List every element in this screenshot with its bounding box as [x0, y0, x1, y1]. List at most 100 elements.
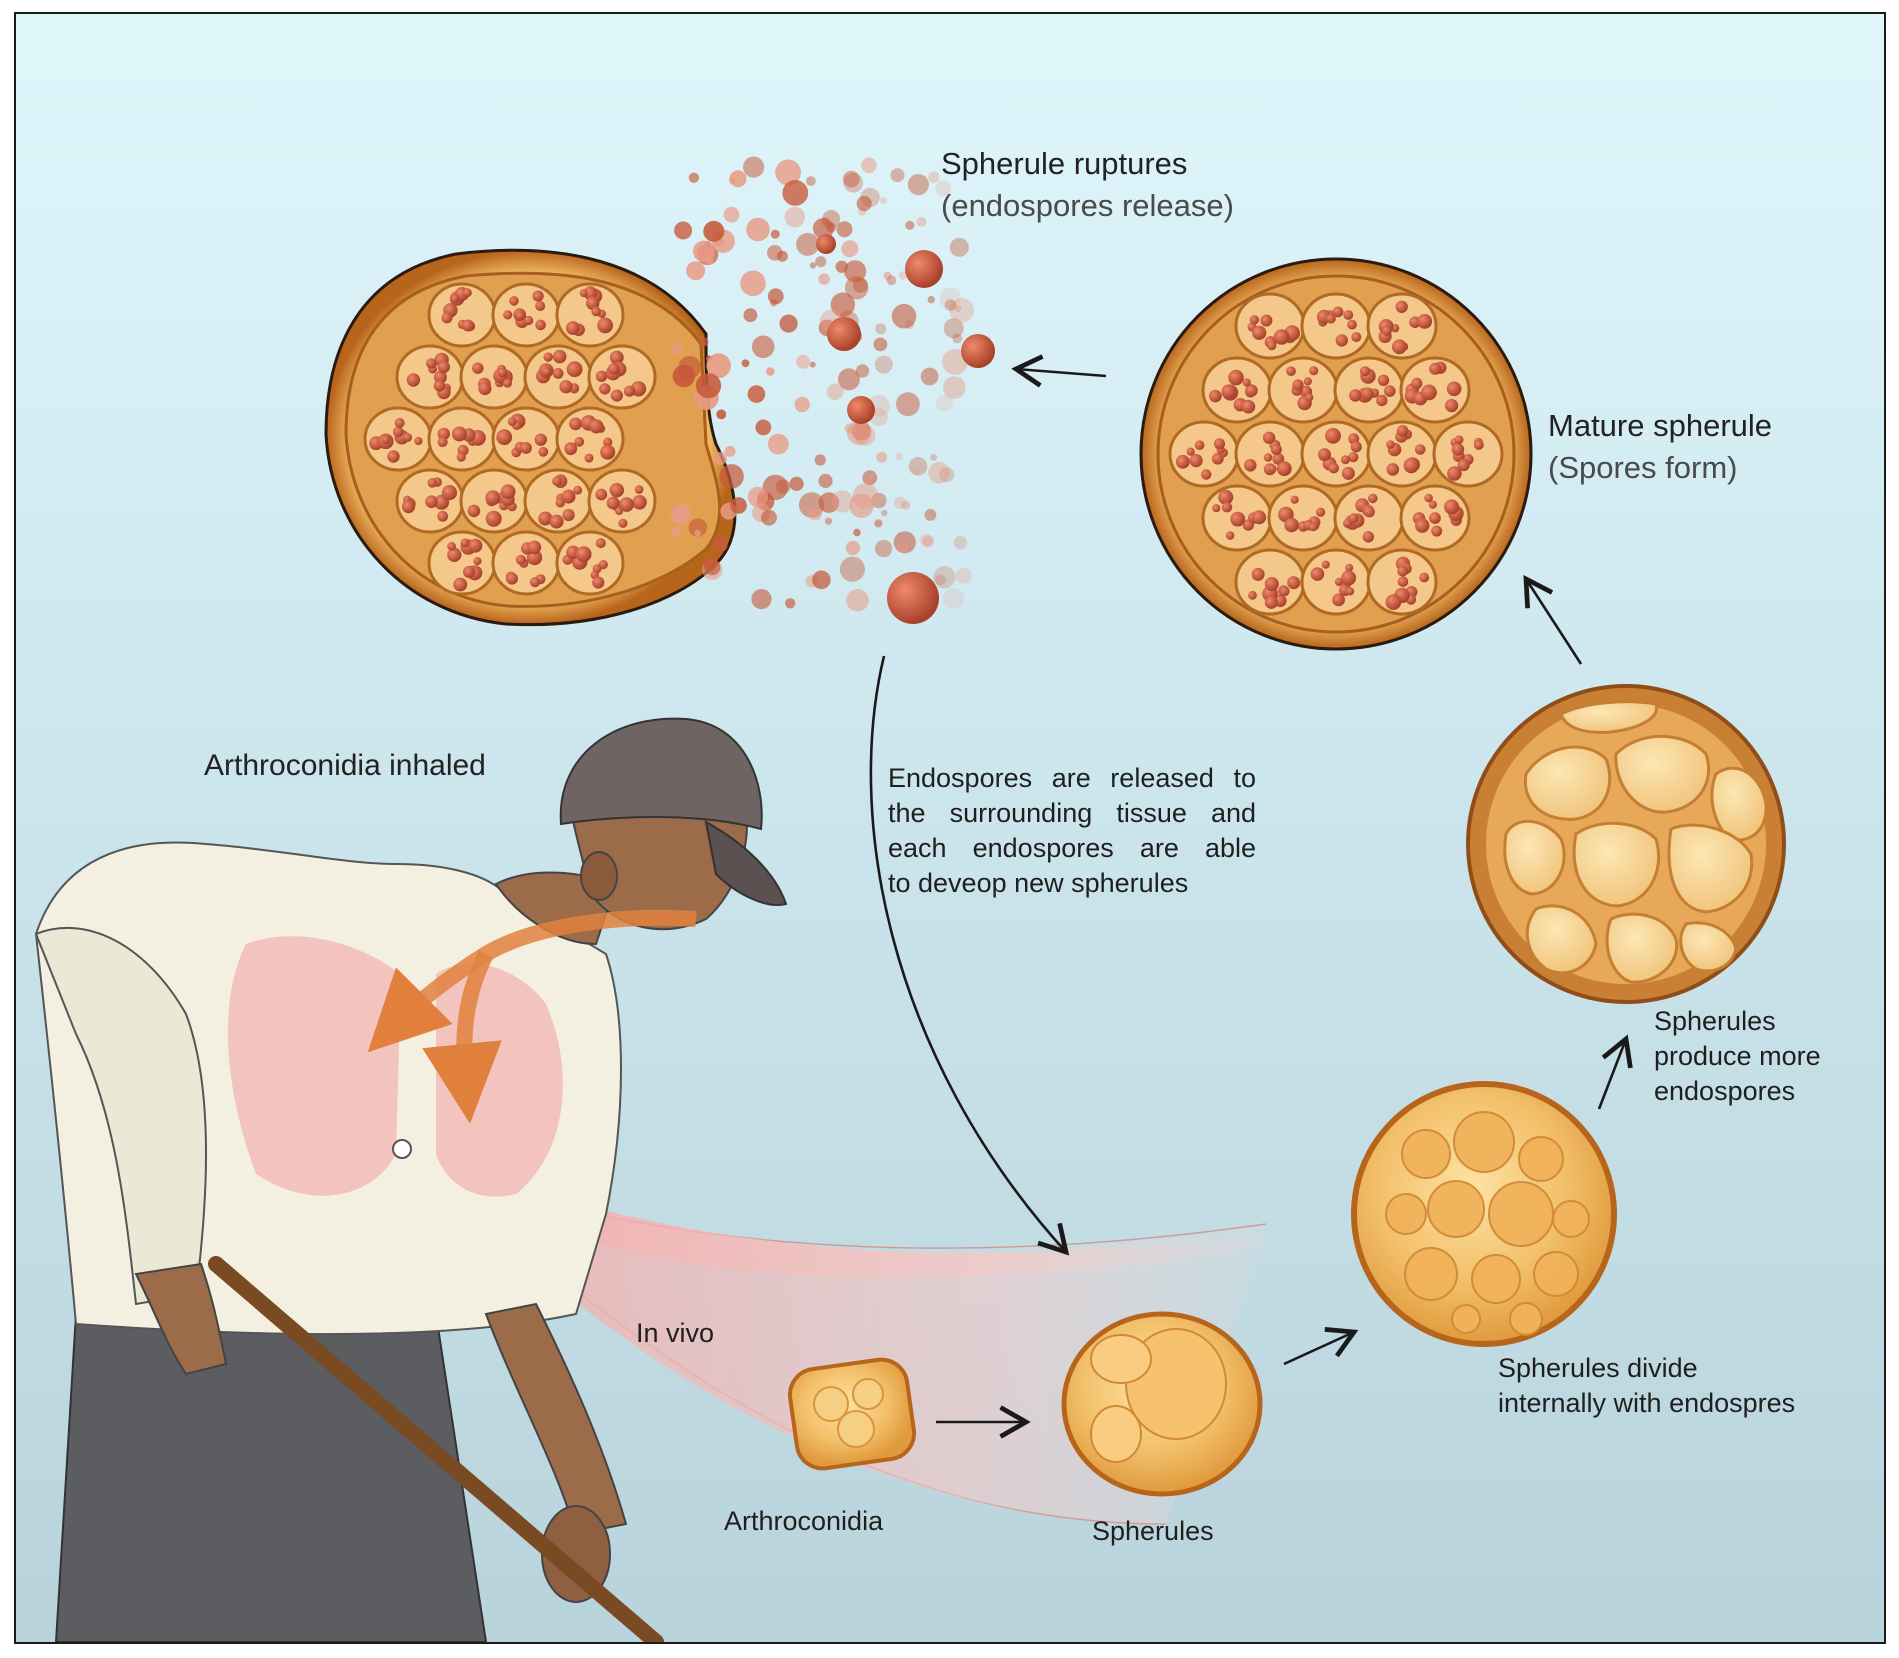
endospore [584, 453, 594, 463]
endospore [473, 557, 482, 566]
released-endospore [920, 367, 939, 386]
endospore [467, 504, 481, 518]
endospore [503, 310, 513, 320]
endospore [1368, 493, 1378, 504]
endospore [1230, 511, 1246, 527]
endospore [1221, 502, 1233, 513]
endospore [1376, 394, 1388, 407]
released-endospore [806, 176, 816, 187]
endospore [569, 417, 582, 431]
endospore [1316, 507, 1326, 517]
released-endospore [893, 531, 916, 554]
released-endospore [826, 383, 844, 401]
released-endospore [862, 470, 878, 486]
endospore [1175, 454, 1190, 469]
endospore [500, 484, 516, 500]
endospore [1414, 444, 1426, 455]
endospore [1473, 439, 1484, 450]
released-endospore [686, 261, 706, 281]
endospore [1446, 381, 1462, 397]
endospore [1332, 593, 1345, 607]
released-endospore [818, 273, 830, 285]
endospore [532, 290, 544, 302]
released-endospore [839, 556, 866, 582]
released-endospore [943, 588, 965, 609]
endospore [515, 311, 525, 321]
released-endospore [883, 271, 892, 280]
endospore [497, 367, 507, 378]
released-endospore [916, 216, 927, 227]
released-endospore [767, 433, 789, 455]
endospore [552, 349, 567, 364]
lung-zoom-point [392, 1139, 412, 1159]
endospore [1428, 500, 1437, 509]
endospore [1431, 525, 1443, 537]
endospore [441, 485, 458, 501]
endospore [1445, 399, 1459, 413]
released-endospore [767, 245, 783, 261]
released-endospore [812, 570, 831, 590]
endospore [549, 514, 564, 529]
endospore [1346, 587, 1355, 596]
mature-spherule [1139, 257, 1533, 651]
endospore [1268, 464, 1277, 473]
endospore [574, 436, 585, 447]
endospore [595, 538, 606, 549]
released-endospore [935, 394, 953, 412]
endospore [1292, 379, 1304, 391]
released-endospore [694, 529, 701, 537]
endospore [450, 294, 460, 303]
released-endospore [693, 240, 715, 263]
released-endospore [724, 445, 736, 457]
endospore [1421, 384, 1437, 401]
endospore [564, 442, 578, 456]
released-endospore [847, 396, 875, 424]
released-endospore [844, 276, 869, 300]
released-endospore [794, 396, 810, 413]
released-endospore [930, 453, 937, 461]
released-endospore [874, 519, 883, 528]
endospore [1201, 469, 1212, 480]
rupture-title: Spherule ruptures [941, 146, 1188, 181]
released-endospore [837, 368, 860, 391]
endospore [381, 435, 391, 445]
endospore [406, 373, 421, 387]
released-endospore [784, 206, 806, 228]
released-endospore [939, 467, 955, 483]
released-endospore [853, 528, 861, 537]
endospore [1272, 453, 1285, 465]
released-endospore [890, 168, 905, 183]
arthroconidia-cell [787, 1357, 917, 1471]
endospore [603, 437, 613, 447]
endospore [1424, 493, 1433, 503]
endospore [566, 361, 583, 378]
released-endospore [928, 171, 940, 183]
released-endospore [922, 535, 934, 547]
released-endospore [928, 461, 950, 484]
released-endospore [879, 197, 888, 205]
endospore [1242, 519, 1255, 531]
released-endospore [827, 317, 861, 351]
released-endospore [844, 423, 855, 434]
released-endospore [843, 173, 863, 193]
produce-label-line: produce more [1654, 1041, 1821, 1071]
released-endospore [785, 598, 796, 609]
endospore [1447, 466, 1462, 481]
endospore [1263, 453, 1273, 462]
released-endospore [779, 314, 798, 333]
endospore [1362, 531, 1375, 543]
released-endospore [924, 509, 937, 521]
spherule-with-cells [1466, 684, 1786, 1004]
in-vivo-label: In vivo [636, 1318, 715, 1348]
released-endospore [841, 240, 859, 258]
released-endospore [856, 195, 872, 212]
released-endospore [905, 220, 915, 230]
released-endospore [933, 566, 956, 589]
released-endospore [812, 217, 834, 239]
released-endospore [875, 323, 887, 335]
endospore [1451, 443, 1465, 456]
released-endospore [898, 271, 908, 280]
endospore [1189, 454, 1203, 468]
divide-label-line: internally with endospres [1498, 1388, 1796, 1418]
endospore [507, 417, 517, 426]
